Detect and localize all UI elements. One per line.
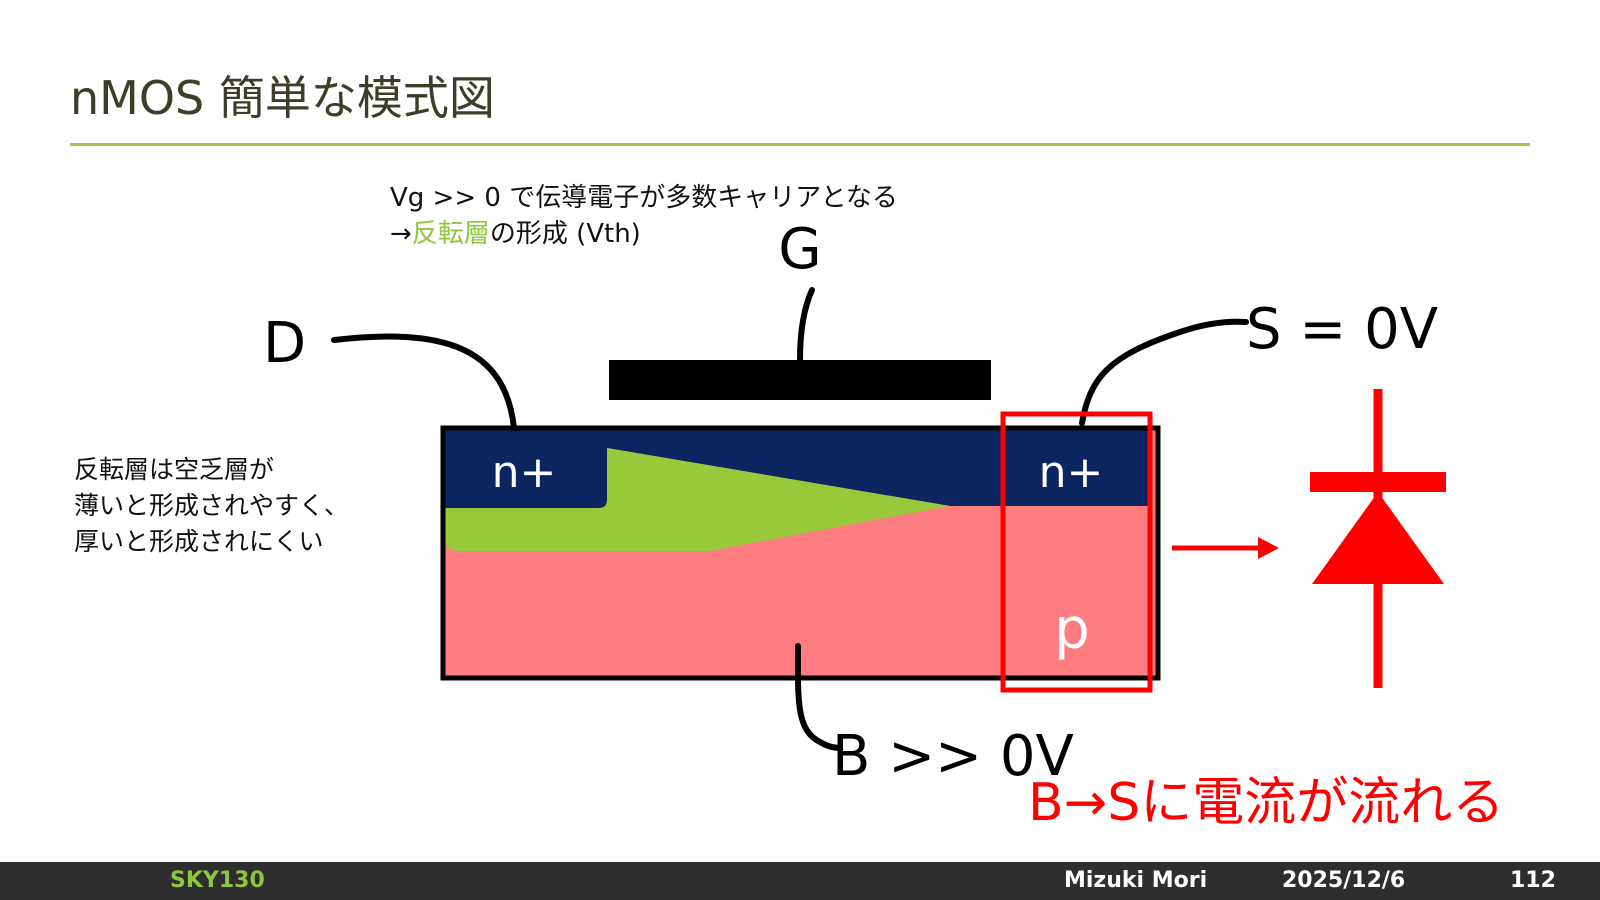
vg-note-line2: →反転層の形成 (Vth) (390, 216, 641, 252)
footer-page-number: 112 (1510, 868, 1556, 893)
diode-cathode-bar (1310, 472, 1446, 492)
side-note-line: 反転層は空乏層が (74, 455, 275, 484)
gate-electrode (609, 360, 991, 400)
drain-lead (331, 333, 517, 431)
drain-region-label: n+ (492, 447, 557, 498)
source-region-label: n+ (1039, 447, 1104, 498)
inversion-layer-term: 反転層 (411, 219, 490, 249)
footer-author: Mizuki Mori (1064, 868, 1208, 893)
body-label: B >> 0V (832, 724, 1074, 789)
footer-bar: SKY130 Mizuki Mori 2025/12/6 112 (0, 862, 1600, 900)
side-note-line: 厚いと形成されにくい (74, 527, 324, 556)
n-plus-band (443, 428, 1148, 508)
source-junction-highlight (1000, 411, 1153, 693)
arrow-prefix: → (390, 219, 412, 249)
inversion-layer (443, 448, 950, 551)
body-lead (794, 643, 843, 751)
note-suffix: の形成 (Vth) (489, 219, 641, 249)
diode-triangle-icon (1312, 492, 1444, 584)
drain-label: D (263, 311, 306, 376)
side-note-line: 薄いと形成されやすく、 (74, 491, 350, 520)
slide-title: nMOS 簡単な模式図 (70, 71, 495, 125)
footer-date: 2025/12/6 (1282, 868, 1406, 893)
source-lead (1079, 318, 1249, 426)
gate-label: G (778, 217, 821, 282)
title-divider (70, 143, 1530, 146)
source-label: S = 0V (1246, 297, 1438, 362)
current-caption: B→Sに電流が流れる (1028, 773, 1504, 833)
substrate-label: p (1054, 597, 1090, 662)
footer-course: SKY130 (170, 868, 265, 893)
vg-note-line1: Vg >> 0 で伝導電子が多数キャリアとなる (390, 183, 898, 213)
gate-lead (797, 287, 815, 363)
side-note: 反転層は空乏層が 薄いと形成されやすく、 厚いと形成されにくい (74, 452, 349, 560)
arrow-right-icon (1258, 537, 1279, 559)
